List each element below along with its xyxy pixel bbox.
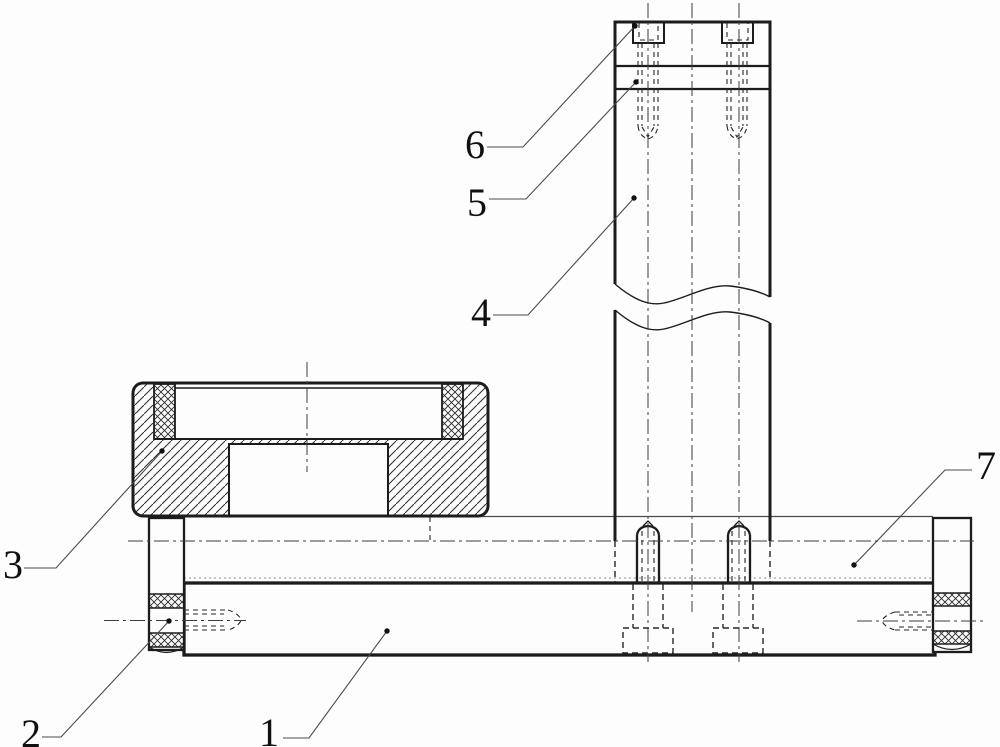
leader-dot-7 <box>851 562 857 568</box>
leader-line-6 <box>487 25 636 148</box>
tip-right-peak <box>733 520 745 527</box>
end-block-right-arc <box>932 643 972 651</box>
part-label-6: 6 <box>465 122 485 167</box>
anchor-bolt-right-shaft <box>722 584 754 628</box>
end-block-right <box>881 516 973 654</box>
locating-pin-left-tip <box>227 609 242 631</box>
break-line-upper <box>614 283 771 305</box>
tip-left-peak <box>642 520 654 527</box>
counterbore-right <box>721 22 754 44</box>
anchor-bolt-right-head <box>712 627 764 654</box>
anchor-bolt-left-hidden <box>622 584 674 654</box>
part-label-7: 7 <box>976 443 996 488</box>
cap-bolt-right <box>721 22 754 140</box>
center-lines <box>104 3 984 662</box>
leader-dot-5 <box>633 79 639 85</box>
locating-pin-left-body <box>184 609 228 631</box>
seal-strip-right <box>441 383 464 440</box>
part-label-2: 2 <box>21 711 41 747</box>
base-plate <box>182 581 937 657</box>
anchor-bolt-left-shaft <box>632 584 664 628</box>
leaders-and-labels: 1 2 3 4 5 6 7 <box>3 23 996 747</box>
leader-line-7 <box>853 469 972 566</box>
part-label-1: 1 <box>259 710 279 747</box>
leader-line-2 <box>42 620 170 738</box>
leader-line-5 <box>489 81 637 200</box>
leader-line-4 <box>493 197 635 316</box>
leader-dot-4 <box>631 195 637 201</box>
break-line-lower <box>614 309 771 331</box>
locating-pin-right-body <box>895 611 933 631</box>
part-label-4: 4 <box>471 290 491 335</box>
leader-line-3 <box>24 450 163 569</box>
locating-pin-right-hidden <box>881 611 933 631</box>
anchor-bolt-left-head <box>622 627 674 654</box>
base-plate-outline <box>182 581 937 657</box>
column-hidden-sides <box>614 541 771 583</box>
end-block-left-outline <box>147 516 186 652</box>
column-lower-sides <box>613 310 772 541</box>
leader-dot-2 <box>166 618 172 624</box>
slider-block <box>131 381 490 518</box>
end-block-left-arc <box>148 646 185 654</box>
end-block-left <box>147 516 242 654</box>
seal-strip-left <box>153 383 176 440</box>
slider-block-hatched-body <box>133 383 488 516</box>
tip-left-sides <box>635 535 661 583</box>
end-block-left-packing-lower <box>148 632 185 648</box>
end-block-right-packing-upper <box>932 592 972 607</box>
part-label-5: 5 <box>467 180 487 225</box>
bolt-shaft-right-hidden <box>726 43 748 126</box>
locating-pin-left-hidden <box>184 609 242 631</box>
slider-block-outline <box>131 381 490 518</box>
leader-dot-1 <box>384 628 390 634</box>
leader-dot-3 <box>159 448 165 454</box>
part-label-3: 3 <box>3 542 23 587</box>
end-block-right-outline <box>931 516 973 654</box>
end-block-right-packing-lower <box>932 630 972 645</box>
anchor-bolt-right-hidden <box>712 584 764 654</box>
tip-right-sides <box>726 535 752 583</box>
leader-line-1 <box>283 630 388 739</box>
bolt-head-right-hidden <box>726 23 749 41</box>
bolt-tip-right-hidden <box>726 125 748 140</box>
leader-dot-6 <box>632 23 638 29</box>
center-cavity <box>228 443 389 516</box>
end-block-left-packing-upper <box>148 593 185 609</box>
guide-rod <box>184 515 933 579</box>
